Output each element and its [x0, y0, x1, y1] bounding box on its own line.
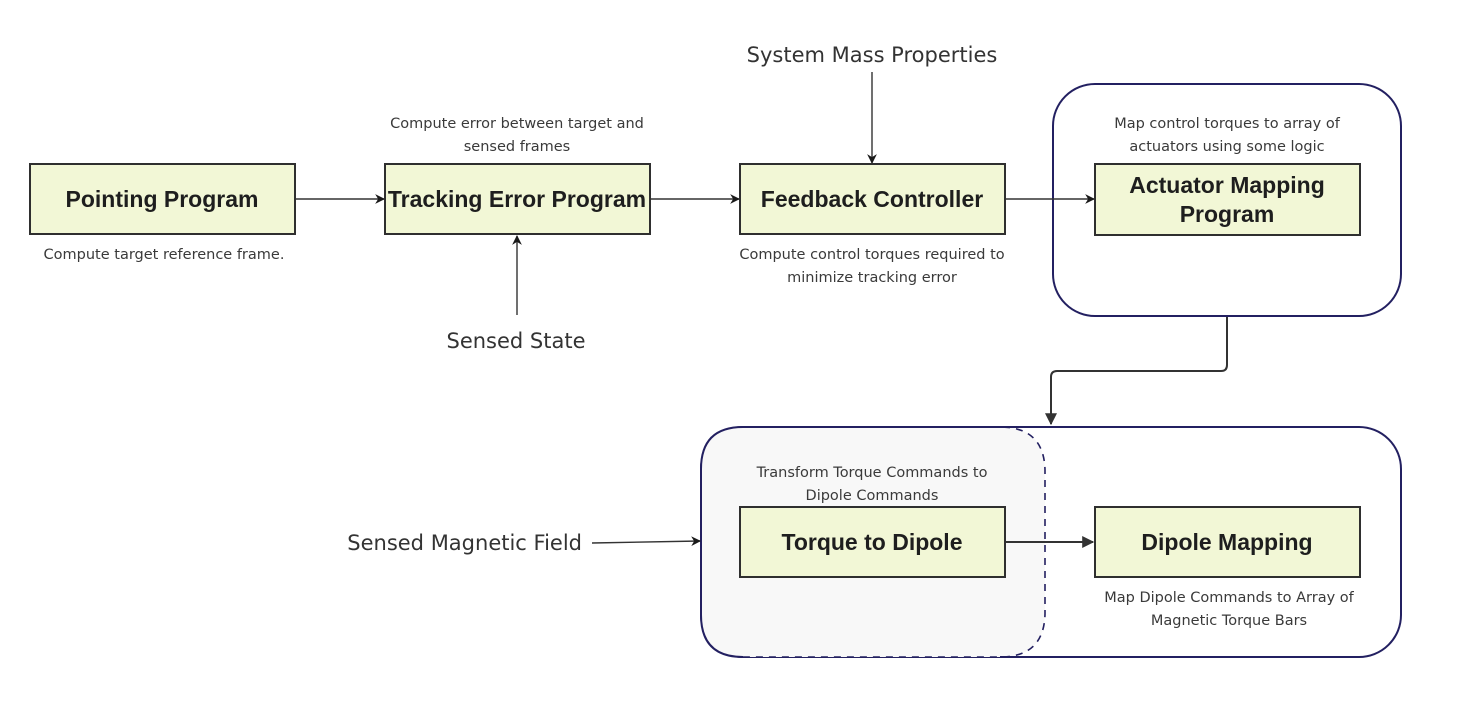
- edge-magnetic-field-to-torque-group[interactable]: [591, 536, 701, 547]
- sensed-magnetic-field-label: Sensed Magnetic Field: [347, 531, 582, 555]
- actuator-caption-line-2: actuators using some logic: [1129, 139, 1324, 155]
- torque-to-dipole-group-dashed-border: [743, 426, 1046, 658]
- actuator-label-line-1: Actuator Mapping: [1129, 172, 1325, 198]
- node-torque-to-dipole[interactable]: Transform Torque Commands to Dipole Comm…: [739, 465, 1006, 578]
- feedback-caption-line-1: Compute control torques required to: [739, 247, 1004, 263]
- tracking-caption-line-1: Compute error between target and: [390, 116, 644, 132]
- dipole-mapping-label: Dipole Mapping: [1141, 529, 1312, 555]
- system-mass-properties-label: System Mass Properties: [747, 43, 998, 67]
- actuator-label-line-2: Program: [1180, 201, 1275, 227]
- dipole-mapping-box[interactable]: [1094, 506, 1361, 578]
- tracking-error-label: Tracking Error Program: [388, 186, 646, 212]
- feedback-caption-line-2: minimize tracking error: [787, 270, 957, 286]
- torque-to-dipole-box[interactable]: [739, 506, 1006, 578]
- actuator-caption-line-1: Map control torques to array of: [1114, 116, 1340, 132]
- torque-to-dipole-caption-line-1: Transform Torque Commands to: [756, 465, 988, 481]
- node-tracking-error-program[interactable]: Compute error between target and sensed …: [384, 116, 651, 235]
- node-feedback-controller[interactable]: Feedback Controller Compute control torq…: [739, 163, 1006, 286]
- tracking-error-box[interactable]: [384, 163, 651, 235]
- node-pointing-program[interactable]: Pointing Program Compute target referenc…: [29, 163, 296, 263]
- dipole-mapping-caption-line-1: Map Dipole Commands to Array of: [1104, 590, 1354, 606]
- feedback-controller-label: Feedback Controller: [761, 186, 983, 212]
- actuator-mapping-box[interactable]: [1094, 163, 1361, 236]
- sensed-state-label: Sensed State: [446, 329, 585, 353]
- node-dipole-mapping[interactable]: Dipole Mapping Map Dipole Commands to Ar…: [1094, 506, 1361, 629]
- pointing-program-caption: Compute target reference frame.: [44, 247, 285, 263]
- feedback-controller-box[interactable]: [739, 163, 1006, 235]
- dipole-mapping-caption-line-2: Magnetic Torque Bars: [1151, 613, 1307, 629]
- pointing-program-box[interactable]: [29, 163, 296, 235]
- edge-actuator-group-to-magnetic-group[interactable]: [1045, 317, 1228, 426]
- torque-to-dipole-label: Torque to Dipole: [781, 529, 962, 555]
- tracking-caption-line-2: sensed frames: [464, 139, 571, 155]
- actuator-mapping-group[interactable]: [1052, 83, 1402, 317]
- node-actuator-mapping-program[interactable]: Map control torques to array of actuator…: [1094, 116, 1361, 236]
- pointing-program-label: Pointing Program: [66, 186, 259, 212]
- torque-to-dipole-group-solid-border: [700, 426, 1000, 658]
- torque-to-dipole-caption-line-2: Dipole Commands: [806, 488, 939, 504]
